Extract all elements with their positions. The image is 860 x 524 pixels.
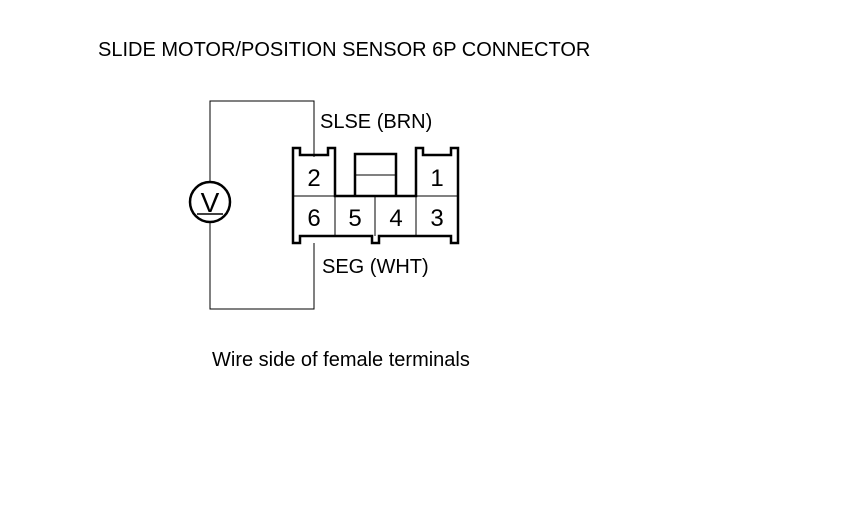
upper-wire-label: SLSE (BRN) [320,111,433,133]
pin-4: 4 [389,205,402,232]
pin-3: 3 [430,205,443,232]
pin-6: 6 [307,205,320,232]
pin-5: 5 [348,205,361,232]
lower-wire-label: SEG (WHT) [322,256,429,278]
pin-1: 1 [430,165,443,192]
voltmeter-icon: V [188,180,232,224]
pin-2: 2 [307,165,320,192]
voltmeter-symbol: V [201,187,220,218]
diagram-caption: Wire side of female terminals [212,349,470,371]
diagram-title: SLIDE MOTOR/POSITION SENSOR 6P CONNECTOR [98,39,591,61]
